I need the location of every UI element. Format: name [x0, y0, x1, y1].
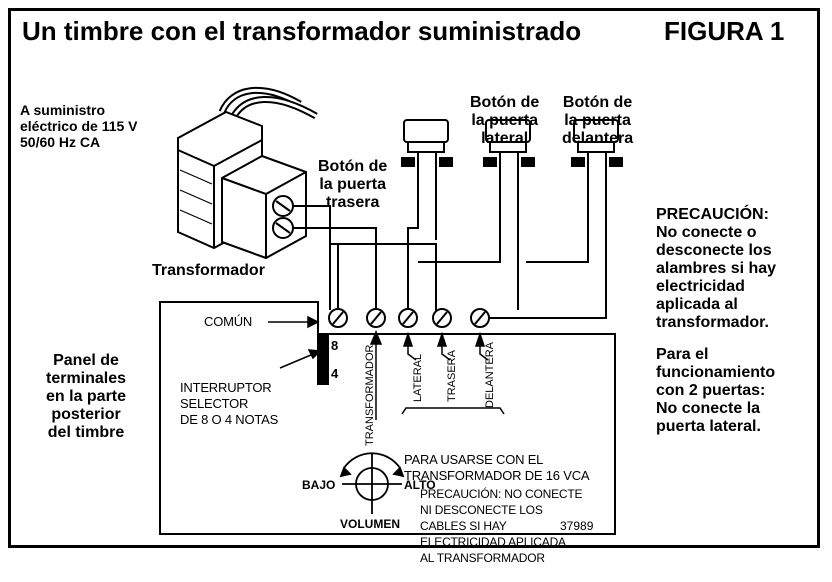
- terminal-screws: [328, 308, 490, 328]
- transformer-drawing: [177, 86, 318, 260]
- volume-control: [339, 452, 405, 514]
- front-door-button: [571, 119, 623, 172]
- transformer-label: Transformador: [152, 262, 265, 279]
- volume-low-label: BAJO: [302, 478, 336, 492]
- side-door-button: [483, 119, 535, 172]
- figure-title: Un timbre con el transformador suministr…: [22, 16, 582, 46]
- comun-label: COMÚN: [204, 314, 253, 329]
- note-4-label: 4: [331, 366, 339, 381]
- volume-high-label: ALTO: [404, 478, 436, 492]
- rear-door-button: [401, 119, 453, 172]
- lateral-terminal-label: LATERAL: [412, 353, 424, 402]
- delantera-terminal-label: DELANTERA: [484, 341, 496, 408]
- figure-frame: [8, 8, 820, 548]
- wiring: [293, 172, 607, 319]
- note-8-label: 8: [331, 338, 339, 353]
- transformador-terminal-label: TRANSFORMADOR: [364, 344, 376, 446]
- part-number: 37989: [560, 519, 594, 533]
- terminal-panel: [159, 301, 616, 535]
- figure-label: FIGURA 1: [664, 16, 785, 46]
- panel-arrows: [268, 315, 505, 420]
- volume-label: VOLUMEN: [340, 517, 400, 531]
- trasera-terminal-label: TRASERA: [446, 350, 458, 402]
- wiring-diagram: [159, 86, 623, 535]
